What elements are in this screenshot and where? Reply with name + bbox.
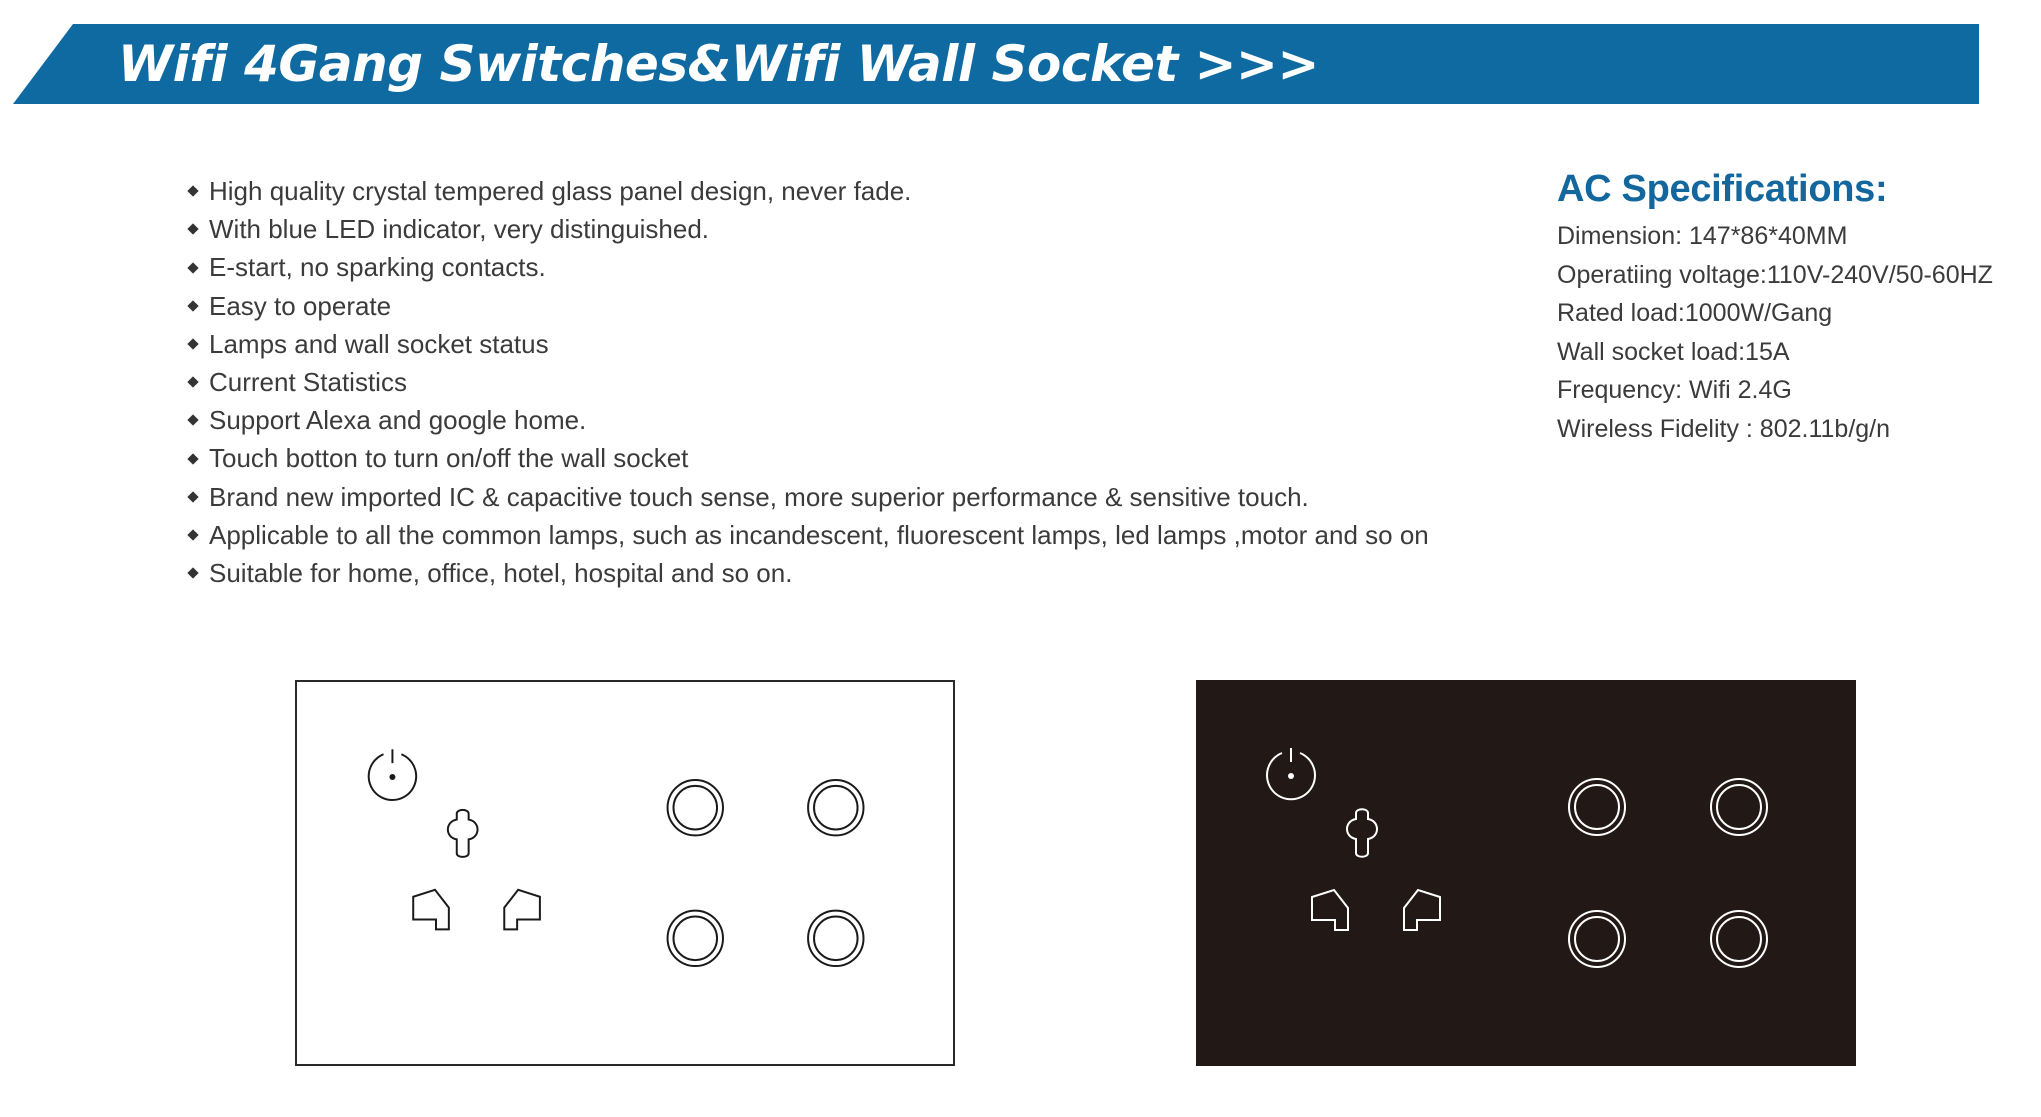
touch-button-icon [1568, 778, 1626, 836]
list-item: E-start, no sparking contacts. [186, 248, 1429, 286]
bullet-icon [187, 376, 199, 388]
bullet-icon [187, 338, 199, 350]
spec-rated-load: Rated load:1000W/Gang [1557, 299, 1833, 328]
page-title: Wifi 4Gang Switches&Wifi Wall Socket >>> [118, 35, 1319, 93]
bullet-icon [187, 223, 199, 235]
touch-button-icon [1710, 910, 1768, 968]
bullet-icon [187, 567, 199, 579]
feature-text: High quality crystal tempered glass pane… [209, 176, 912, 206]
power-icon [1266, 748, 1316, 801]
black-switch-panel [1196, 680, 1856, 1066]
white-switch-panel [295, 680, 955, 1066]
touch-button-icon [1568, 910, 1626, 968]
spec-voltage: Operatiing voltage:110V-240V/50-60HZ [1557, 260, 1993, 289]
universal-socket-icon [412, 808, 541, 931]
bullet-icon [187, 491, 199, 503]
title-banner: Wifi 4Gang Switches&Wifi Wall Socket >>> [13, 24, 1979, 104]
feature-text: Support Alexa and google home. [209, 405, 587, 436]
bullet-icon [187, 414, 199, 427]
bullet-icon [187, 529, 199, 541]
feature-text: Suitable for home, office, hotel, hospit… [209, 558, 793, 589]
list-item: Suitable for home, office, hotel, hospit… [186, 554, 1429, 592]
feature-text: Applicable to all the common lamps, such… [209, 519, 1429, 550]
feature-text: Brand new imported IC & capacitive touch… [209, 481, 1309, 512]
feature-list: High quality crystal tempered glass pane… [186, 172, 1429, 592]
touch-button-icon [666, 909, 724, 968]
list-item: Support Alexa and google home. [186, 401, 1429, 439]
spec-socket-load: Wall socket load:15A [1557, 337, 1790, 366]
feature-text: With blue LED indicator, very distinguis… [209, 214, 710, 245]
touch-button-icon [1710, 778, 1768, 836]
feature-text: Current Statistics [209, 367, 407, 398]
feature-text: Touch botton to turn on/off the wall soc… [209, 443, 689, 474]
spec-wireless: Wireless Fidelity : 802.11b/g/n [1557, 414, 1891, 443]
list-item: With blue LED indicator, very distinguis… [186, 210, 1429, 248]
list-item: Lamps and wall socket status [186, 325, 1429, 363]
bullet-icon [187, 300, 199, 312]
spec-section: AC Specifications: Dimension: 147*86*40M… [1557, 168, 1993, 449]
list-item: Current Statistics [186, 363, 1429, 401]
list-item: High quality crystal tempered glass pane… [186, 172, 1429, 210]
power-icon [367, 749, 418, 801]
spec-dimension: Dimension: 147*86*40MM [1557, 222, 1848, 250]
spec-frequency: Frequency: Wifi 2.4G [1557, 376, 1792, 405]
feature-text: Lamps and wall socket status [209, 328, 549, 359]
feature-text: E-start, no sparking contacts. [209, 252, 546, 283]
white-panel-drawing [367, 749, 865, 968]
spec-title: AC Specifications: [1557, 168, 1888, 210]
black-panel-drawing [1266, 748, 1768, 968]
bullet-icon [187, 185, 199, 197]
touch-button-icon [807, 909, 865, 968]
touch-button-icon [666, 778, 724, 837]
list-item: Brand new imported IC & capacitive touch… [186, 478, 1429, 516]
list-item: Touch botton to turn on/off the wall soc… [186, 439, 1429, 477]
feature-text: Easy to operate [209, 290, 392, 321]
bullet-icon [187, 452, 199, 465]
list-item: Easy to operate [186, 287, 1429, 325]
universal-socket-icon [1311, 808, 1441, 931]
list-item: Applicable to all the common lamps, such… [186, 516, 1429, 554]
touch-button-icon [807, 778, 865, 837]
bullet-icon [187, 261, 199, 274]
